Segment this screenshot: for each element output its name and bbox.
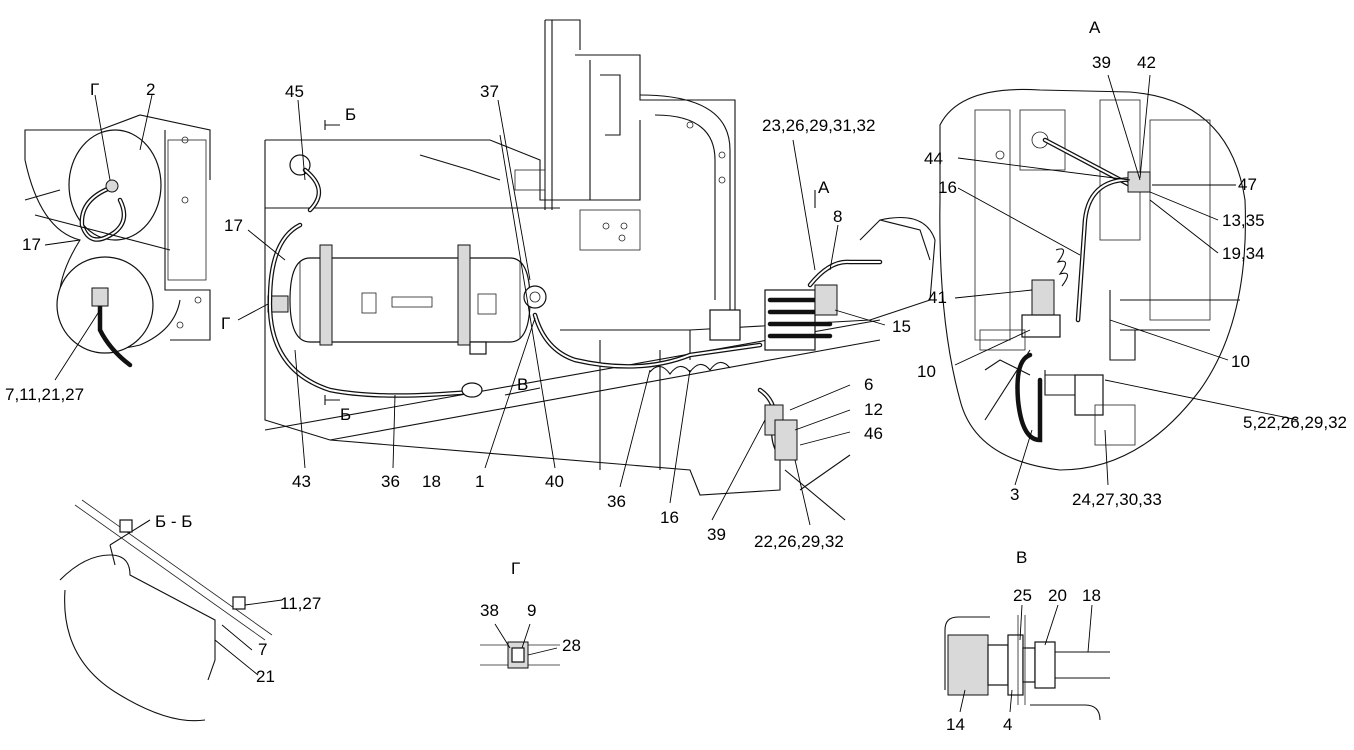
label-15: 15 xyxy=(892,317,911,336)
label-left-17: 17 xyxy=(22,235,41,254)
view-a-title: А xyxy=(1089,18,1101,37)
label-bb-7: 7 xyxy=(258,640,267,659)
label-a-39: 39 xyxy=(1092,53,1111,72)
label-46: 46 xyxy=(864,424,883,443)
main-view-marks: Б Б А В Г xyxy=(221,105,830,424)
view-v-title: В xyxy=(1016,548,1027,567)
label-left-2: 2 xyxy=(146,80,155,99)
view-bb-title: Б - Б xyxy=(155,512,192,531)
g-mark: Г xyxy=(221,314,230,333)
label-left-7-11-21-27: 7,11,21,27 xyxy=(5,385,84,404)
label-a-10-right: 10 xyxy=(1231,352,1250,371)
label-36-a: 36 xyxy=(381,472,400,491)
part-labels: Г 2 17 7,11,21,27 45 37 23,26,29,31,32 8… xyxy=(5,53,1347,734)
label-bb-21: 21 xyxy=(256,667,275,686)
view-bb-detail xyxy=(59,499,283,722)
view-g-detail xyxy=(480,623,560,669)
label-22-26-29-32: 22,26,29,32 xyxy=(754,532,844,551)
view-a-detail xyxy=(939,74,1299,486)
label-40: 40 xyxy=(545,472,564,491)
section-b-mark-top: Б xyxy=(345,105,356,124)
label-a-13-35: 13,35 xyxy=(1222,211,1265,230)
label-18: 18 xyxy=(422,472,441,491)
label-a-16: 16 xyxy=(938,178,957,197)
label-a-44: 44 xyxy=(924,149,943,168)
label-v-14: 14 xyxy=(946,715,965,734)
label-a-47: 47 xyxy=(1238,175,1257,194)
section-b-mark-bottom: Б xyxy=(340,405,351,424)
label-1: 1 xyxy=(475,472,484,491)
label-8: 8 xyxy=(833,207,842,226)
arrow-v-mark: В xyxy=(517,375,528,394)
main-view xyxy=(237,19,936,526)
label-a-41: 41 xyxy=(928,288,947,307)
label-a-5-22-26-29-32: 5,22,26,29,32 xyxy=(1243,413,1347,432)
label-bb-11-27: 11,27 xyxy=(280,594,321,613)
label-37: 37 xyxy=(480,82,499,101)
label-v-4: 4 xyxy=(1003,715,1012,734)
label-17: 17 xyxy=(224,216,243,235)
label-39: 39 xyxy=(707,525,726,544)
label-a-42: 42 xyxy=(1137,53,1156,72)
label-36-b: 36 xyxy=(607,492,626,511)
view-v-detail xyxy=(944,604,1110,721)
view-g-title: Г xyxy=(511,559,520,578)
label-6: 6 xyxy=(864,375,873,394)
label-a-24-27-30-33: 24,27,30,33 xyxy=(1072,490,1162,509)
label-16: 16 xyxy=(660,508,679,527)
label-12: 12 xyxy=(864,400,883,419)
label-a-19-34: 19,34 xyxy=(1222,244,1265,263)
label-g-9: 9 xyxy=(527,601,536,620)
label-v-18: 18 xyxy=(1082,586,1101,605)
label-g-38: 38 xyxy=(480,601,499,620)
view-titles: А Б - Б Г В xyxy=(155,18,1101,578)
label-v-25: 25 xyxy=(1013,586,1032,605)
label-45: 45 xyxy=(285,82,304,101)
label-left-g: Г xyxy=(90,80,99,99)
label-a-3: 3 xyxy=(1010,485,1019,504)
label-23-26-29-31-32: 23,26,29,31,32 xyxy=(762,116,875,135)
label-v-20: 20 xyxy=(1048,586,1067,605)
label-a-10-left: 10 xyxy=(917,362,936,381)
left-detail-view xyxy=(24,94,211,381)
label-43: 43 xyxy=(292,472,311,491)
arrow-a-mark: А xyxy=(818,178,830,197)
label-g-28: 28 xyxy=(562,636,581,655)
